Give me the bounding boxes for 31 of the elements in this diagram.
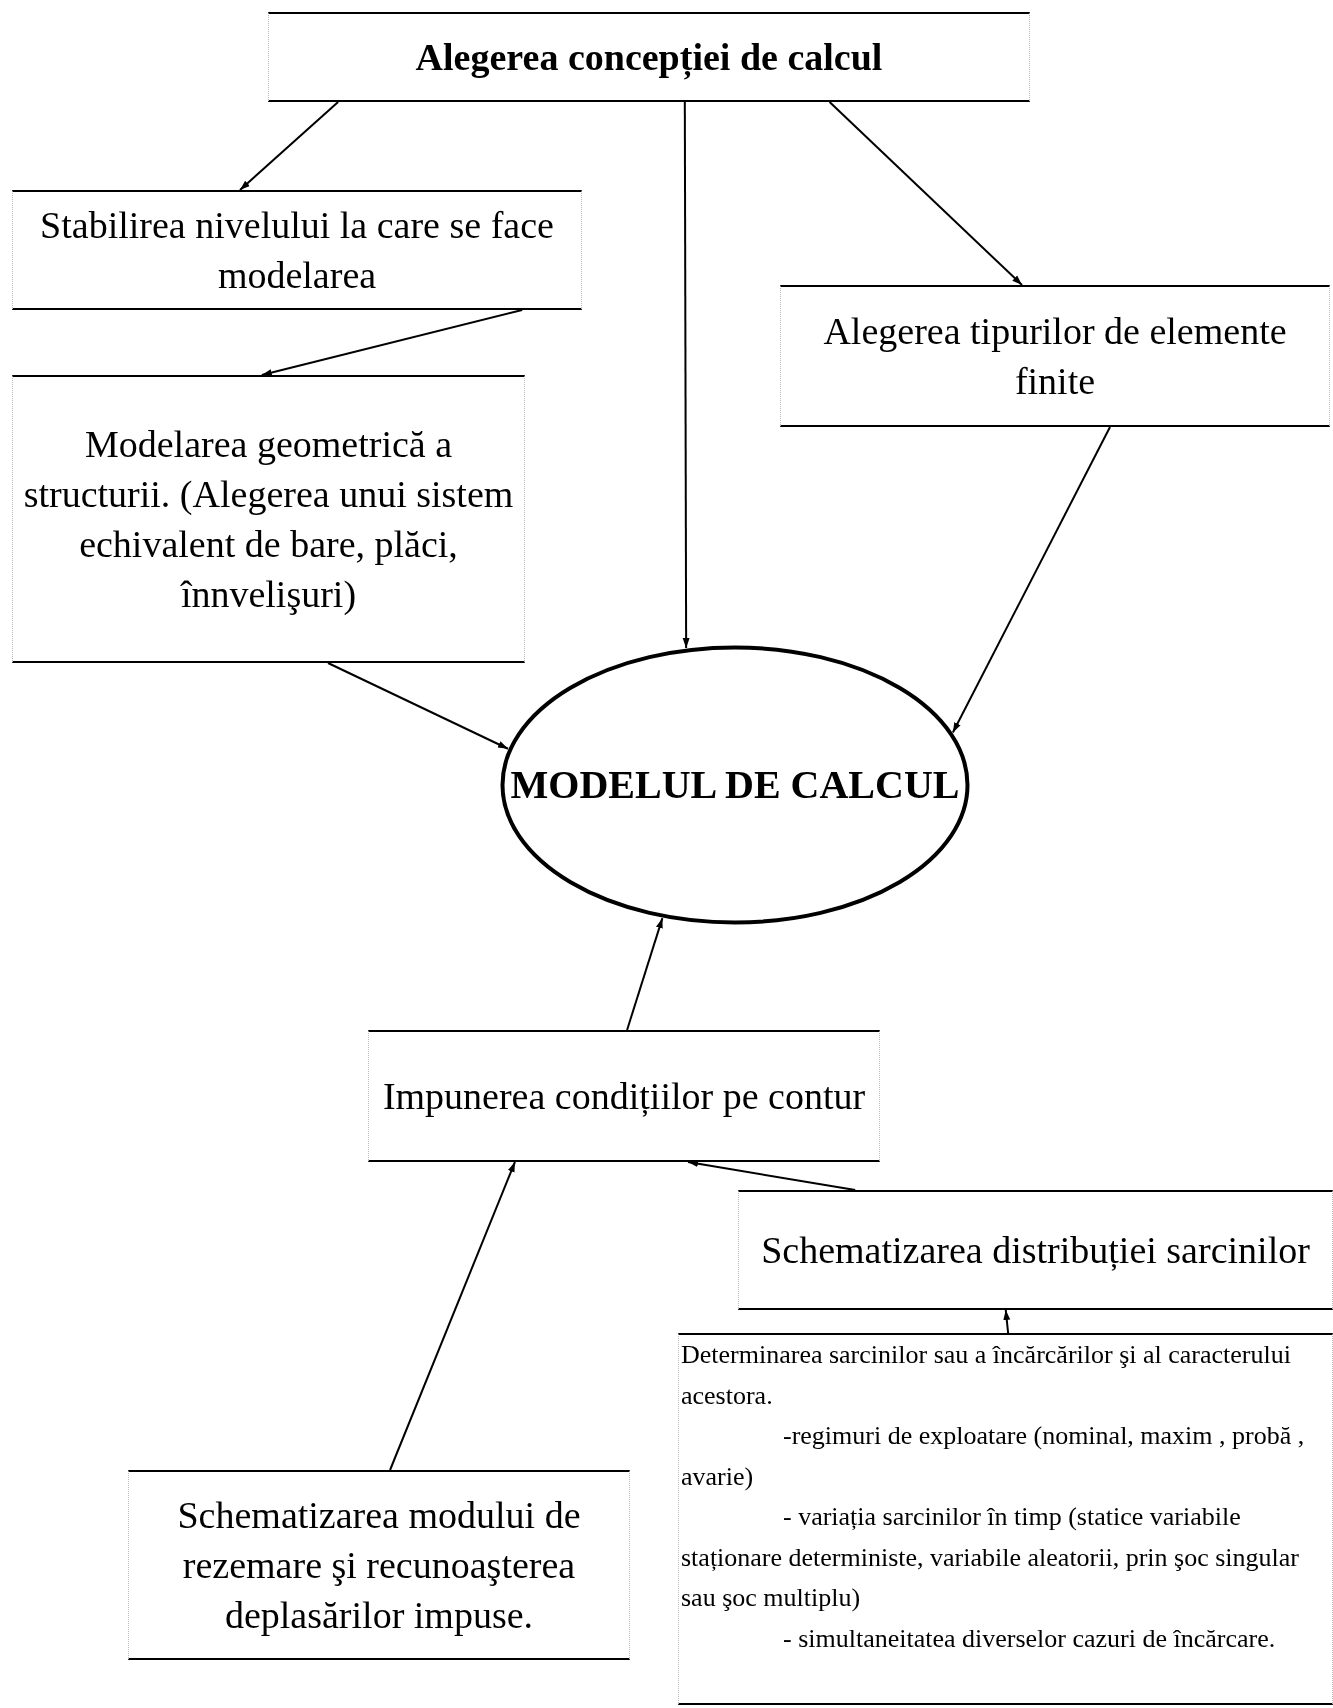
box-text: - variația sarcinilor în timp (statice variabile staționare deterministe, variabile aleatorii, prin şoc singular sau şoc multiplu) [680,1501,1300,1614]
box-text: Determinarea sarcinilor sau a încărcărilor şi al caracterului acestora. [680,1339,1292,1412]
text-box [678,1333,1333,1705]
text-box [780,285,1330,427]
text-box [268,12,1030,102]
box-text: Modelarea geometrică a structurii. (Alegerea unui sistem echivalent de bare, plăci, înnvelişuri) [22,421,515,618]
box-text: Schematizarea modului de rezemare şi recunoaşterea deplasărilor impuse. [176,1492,582,1639]
box-text: Alegerea tipurilor de elemente finite [822,308,1288,404]
box-text: Schematizarea distribuției sarcinilor [760,1227,1311,1273]
arrow [626,917,664,1031]
arrow [327,662,509,750]
text-box [12,375,525,663]
text-box [368,1030,880,1162]
arrow [951,426,1111,734]
box-text: - simultaneitatea diverselor cazuri de încărcare. [782,1622,1277,1655]
box-text: Impunerea condițiilor pe contur [381,1073,867,1119]
text-box [738,1190,1333,1310]
text-box [12,190,582,310]
text-box [128,1470,630,1660]
heading: Alegerea concepției de calcul [414,34,884,82]
arrow [687,1160,857,1191]
box-text: -regimuri de exploatare (nominal, maxim , probă , avarie) [680,1420,1306,1493]
arrow [828,101,1023,286]
arrow [239,101,340,191]
box-text: Stabilirea nivelului la care se face modelarea [39,202,555,298]
arrow [389,1161,516,1471]
arrow [260,309,524,376]
ellipse-node [500,645,970,925]
arrow [682,101,690,650]
box-text: MODELUL DE CALCUL [509,760,961,809]
arrow [1003,1309,1011,1334]
